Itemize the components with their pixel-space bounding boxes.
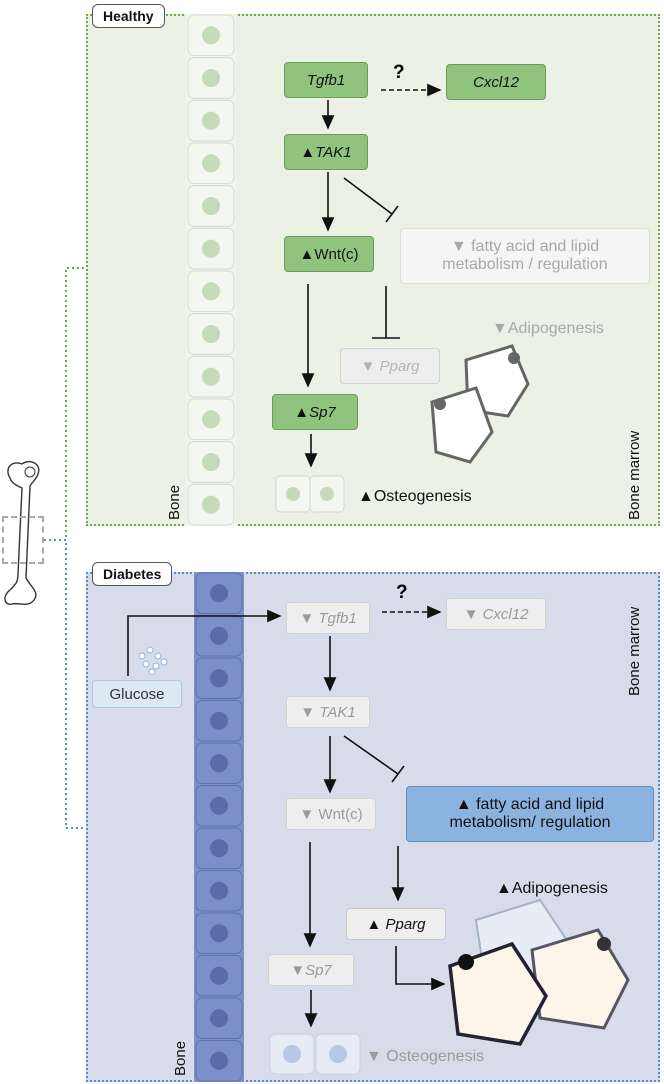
bone-cell-nucleus xyxy=(210,711,228,730)
diabetes-adipogenesis-label: ▲Adipogenesis xyxy=(496,880,608,897)
bone-cell-nucleus xyxy=(202,367,220,386)
diabetes-title: Diabetes xyxy=(92,562,173,586)
diabetes-bone-cells xyxy=(194,572,244,1082)
healthy-fatty-acid-box: ▼ fatty acid and lipid metabolism / regu… xyxy=(400,228,650,284)
bone-cell-nucleus xyxy=(210,924,228,943)
bone-cell-nucleus xyxy=(202,453,220,471)
diabetes-tgfb1-box: ▼ Tgfb1 xyxy=(286,602,370,634)
healthy-bone-cells xyxy=(186,14,236,526)
panel-connectors xyxy=(44,267,86,829)
healthy-pparg-box: ▼ Pparg xyxy=(340,348,440,384)
bone-cell-nucleus xyxy=(210,584,228,603)
healthy-question-mark: ? xyxy=(393,62,405,83)
healthy-adipogenesis-label: ▼Adipogenesis xyxy=(492,320,604,337)
bone-cell-nucleus xyxy=(202,325,220,343)
bone-cell-nucleus xyxy=(210,626,228,645)
bone-cell-nucleus xyxy=(202,111,220,130)
bone-cell-nucleus xyxy=(210,966,228,985)
diabetes-sp7-box: ▼Sp7 xyxy=(268,954,354,986)
diabetes-wnt-box: ▼ Wnt(c) xyxy=(286,798,376,830)
bone-cell-nucleus xyxy=(210,881,228,900)
healthy-title: Healthy xyxy=(92,4,165,28)
bone-cell-nucleus xyxy=(202,197,220,215)
bone-cell-nucleus xyxy=(202,282,220,301)
bone-cell-nucleus xyxy=(210,839,228,858)
healthy-pathway-arrows xyxy=(275,83,530,513)
bone-cell-nucleus xyxy=(210,796,228,815)
diabetes-fatty-acid-box: ▲ fatty acid and lipid metabolism/ regul… xyxy=(406,786,654,842)
bone-cell-nucleus xyxy=(202,69,220,87)
diabetes-question-mark: ? xyxy=(396,582,408,603)
healthy-cxcl12-box: Cxcl12 xyxy=(446,64,546,100)
healthy-tak1-box: ▲TAK1 xyxy=(284,134,368,170)
bone-cell-nucleus xyxy=(210,669,228,688)
healthy-osteogenesis-label: ▲Osteogenesis xyxy=(358,488,472,505)
healthy-tgfb1-box: Tgfb1 xyxy=(284,62,368,98)
bone-cell-nucleus xyxy=(202,239,220,258)
healthy-wnt-box: ▲Wnt(c) xyxy=(284,236,374,272)
diabetes-tak1-box: ▼ TAK1 xyxy=(286,696,370,728)
diabetes-pparg-box: ▲ Pparg xyxy=(346,908,446,940)
bone-cell-nucleus xyxy=(202,26,220,45)
diabetes-cxcl12-box: ▼ Cxcl12 xyxy=(446,598,546,630)
glucose-box: Glucose xyxy=(92,680,182,708)
bone-cell-nucleus xyxy=(202,495,220,514)
bone-cell-nucleus xyxy=(210,754,228,773)
femur-selection-box xyxy=(2,516,44,564)
bone-cell-nucleus xyxy=(210,1009,228,1028)
bone-cell-nucleus xyxy=(210,1051,228,1070)
femur-icon xyxy=(4,460,40,605)
bone-cell-nucleus xyxy=(202,154,220,173)
bone-cell-nucleus xyxy=(202,410,220,429)
healthy-sp7-box: ▲Sp7 xyxy=(272,394,358,430)
diabetes-osteogenesis-label: ▼ Osteogenesis xyxy=(366,1048,485,1065)
